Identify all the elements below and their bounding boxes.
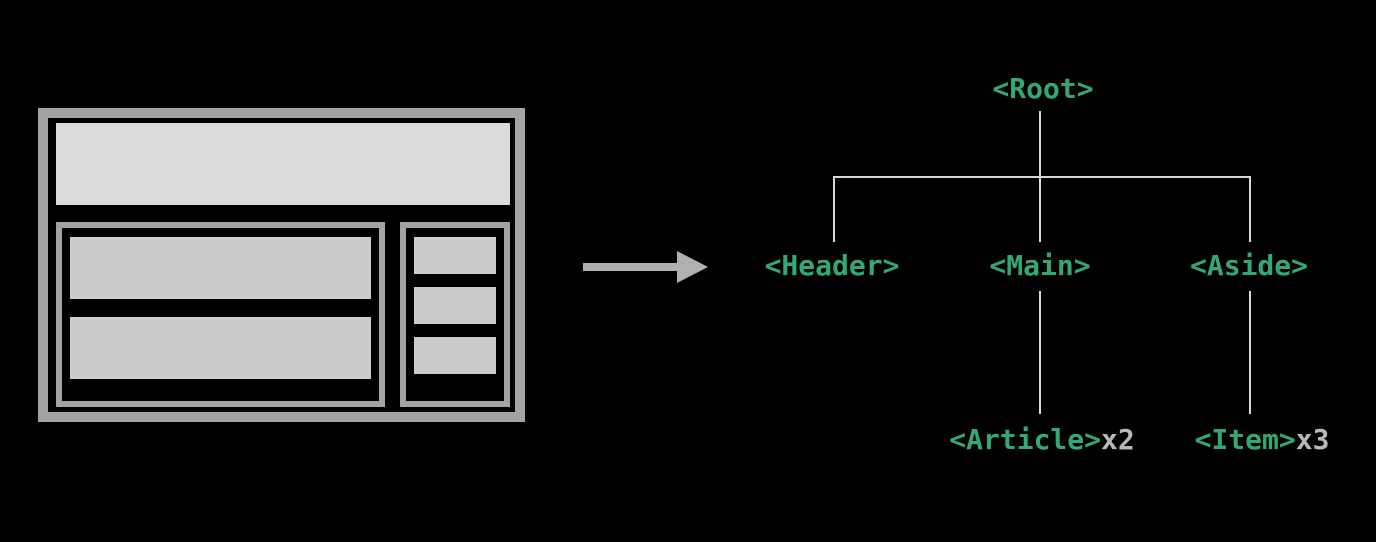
tree-connector-branch <box>833 176 1251 178</box>
tree-count-item: x3 <box>1295 423 1330 456</box>
tree-node-aside: <Aside> <box>1189 249 1309 282</box>
wireframe-outer-frame <box>38 108 525 422</box>
arrow-right-icon <box>677 251 708 283</box>
arrow-right-icon <box>583 263 678 271</box>
wireframe-item-block <box>414 337 496 374</box>
wireframe-article-bar <box>70 237 371 299</box>
wireframe-aside-panel <box>400 222 510 407</box>
wireframe-article-bar <box>70 317 371 379</box>
tree-node-root: <Root> <box>992 72 1094 105</box>
tree-node-item-group: <Item> x3 <box>1195 426 1330 454</box>
tree-connector-aside <box>1249 176 1251 242</box>
wireframe-item-block <box>414 237 496 274</box>
tree-connector-header <box>833 176 835 242</box>
tree-node-article: <Article> <box>949 423 1101 456</box>
tree-connector-main <box>1039 176 1041 242</box>
tree-count-article: x2 <box>1101 423 1135 456</box>
wireframe-main-panel <box>56 222 385 407</box>
tree-connector-aside-item <box>1249 291 1251 414</box>
wireframe-item-block <box>414 287 496 324</box>
tree-node-header: <Header> <box>764 249 900 282</box>
wireframe-header-block <box>56 123 510 205</box>
tree-node-item: <Item> <box>1194 423 1296 456</box>
tree-node-article-group: <Article> x2 <box>949 426 1134 454</box>
tree-node-main: <Main> <box>989 249 1091 282</box>
tree-connector-main-article <box>1039 291 1041 414</box>
tree-connector-root <box>1039 111 1041 176</box>
